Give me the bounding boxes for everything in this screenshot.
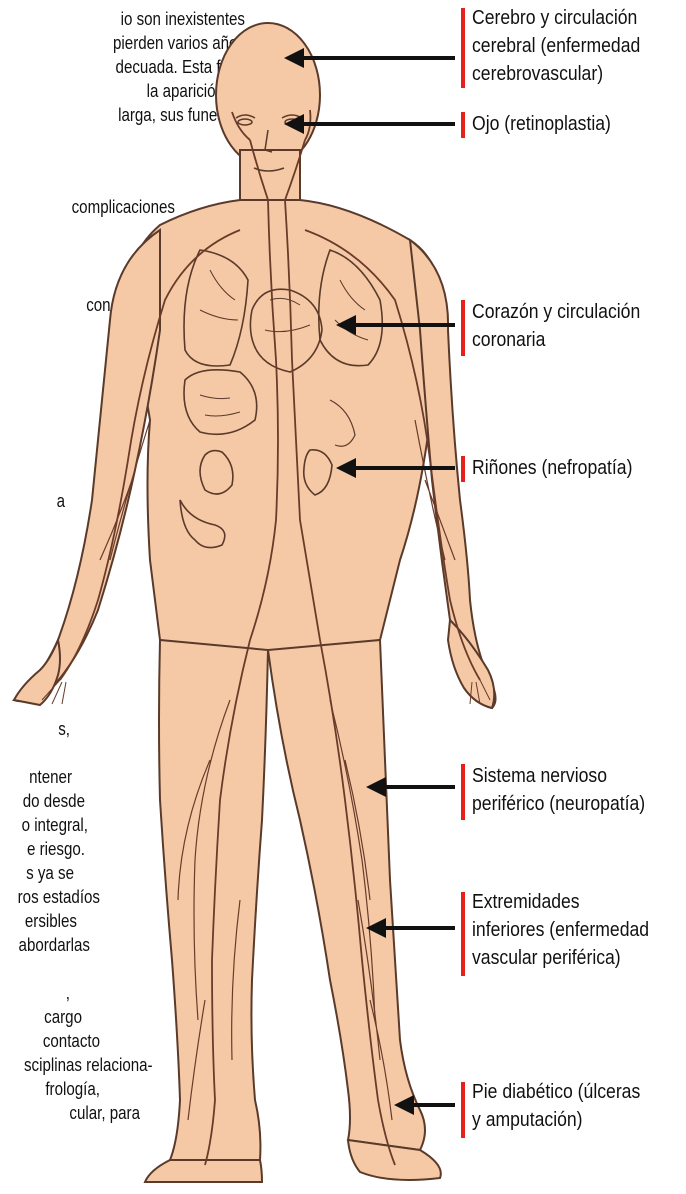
label-pie-line1: Pie diabético (úlceras	[472, 1080, 640, 1104]
label-rinones: Riñones (nefropatía)	[472, 456, 632, 480]
label-bar-cerebro	[461, 8, 465, 88]
label-bar-ojo	[461, 112, 465, 138]
label-cerebro-line2: cerebral (enfermedad	[472, 34, 640, 58]
label-ojo: Ojo (retinoplastia)	[472, 112, 611, 136]
label-cerebro-line3: cerebrovascular)	[472, 62, 603, 86]
label-nervioso-line1: Sistema nervioso	[472, 764, 607, 788]
label-bar-pie	[461, 1082, 465, 1138]
label-bar-corazon	[461, 300, 465, 356]
label-corazon-line1: Corazón y circulación	[472, 300, 640, 324]
body-silhouette	[14, 23, 496, 1182]
label-bar-rinones	[461, 456, 465, 482]
label-extremidades-line3: vascular periférica)	[472, 946, 621, 970]
label-bar-extremidades	[461, 892, 465, 976]
label-pie-line2: y amputación)	[472, 1108, 583, 1132]
label-cerebro-line1: Cerebro y circulación	[472, 6, 637, 30]
label-nervioso-line2: periférico (neuropatía)	[472, 792, 645, 816]
label-extremidades-line1: Extremidades	[472, 890, 580, 914]
label-extremidades-line2: inferiores (enfermedad	[472, 918, 649, 942]
label-corazon-line2: coronaria	[472, 328, 545, 352]
label-bar-nervioso	[461, 764, 465, 820]
